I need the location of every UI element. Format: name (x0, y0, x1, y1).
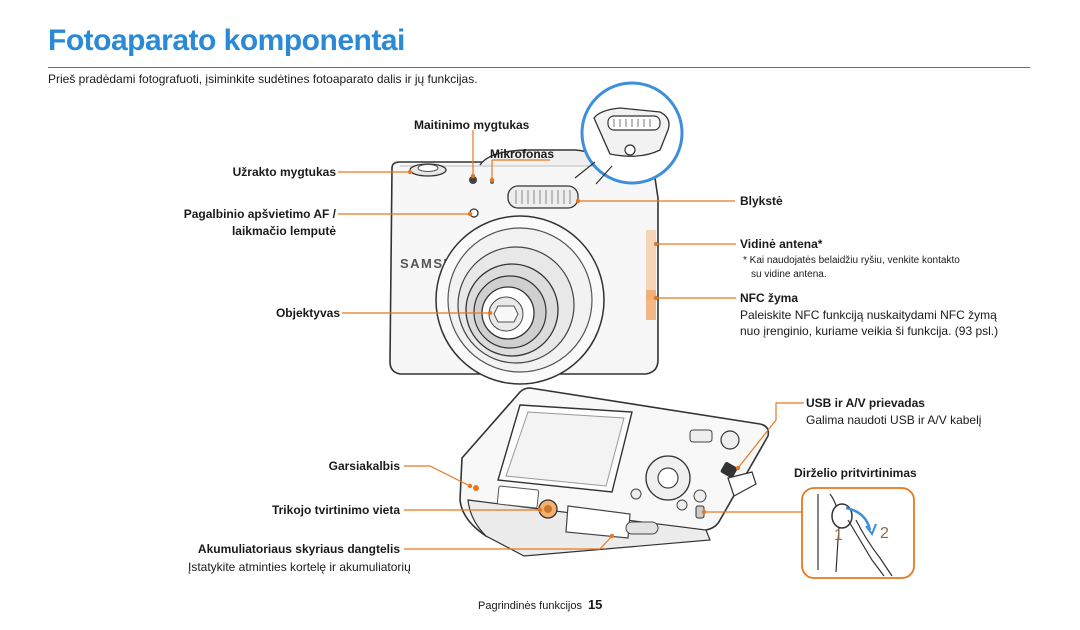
antenna-area (646, 230, 656, 300)
leader-lines (338, 130, 804, 550)
flash-window (507, 185, 579, 209)
label-antenna: Vidinė antena* (740, 237, 823, 251)
battery-cover-shape (565, 505, 631, 539)
page-footer: Pagrindinės funkcijos 15 (478, 597, 602, 612)
strap-step-1: 1 (834, 527, 843, 544)
label-af-lamp-line2: laikmačio lemputė (231, 224, 336, 238)
nfc-area (646, 290, 656, 320)
strap-inset: 1 2 (801, 487, 915, 579)
title-divider (48, 67, 1030, 68)
label-lens: Objektyvas (275, 306, 340, 320)
label-usb: USB ir A/V prievadas (806, 396, 925, 410)
battery-desc: Įstatykite atminties kortelę ir akumulia… (188, 560, 411, 574)
label-af-lamp-line1: Pagalbinio apšvietimo AF / (183, 207, 336, 221)
label-nfc: NFC žyma (740, 291, 799, 305)
usb-port-shape (720, 462, 738, 478)
antenna-note-line2: su vidine antena. (751, 269, 827, 280)
label-microphone: Mikrofonas (490, 147, 555, 161)
label-power-button: Maitinimo mygtukas (414, 118, 530, 132)
footer-page-number: 15 (587, 597, 603, 612)
speaker-shape (473, 485, 479, 491)
usb-desc: Galima naudoti USB ir A/V kabelį (806, 413, 982, 427)
label-flash: Blykstė (740, 194, 783, 208)
footer-section: Pagrindinės funkcijos (478, 600, 582, 612)
nfc-desc-line1: Paleiskite NFC funkciją nuskaitydami NFC… (740, 308, 997, 322)
nfc-desc-line2: nuo įrenginio, kuriame veikia ši funkcij… (740, 324, 999, 338)
antenna-note-line1: * Kai naudojatės belaidžiu ryšiu, venkit… (743, 255, 960, 266)
strap-step-2: 2 (880, 525, 889, 542)
label-shutter-button: Užrakto mygtukas (232, 165, 336, 179)
label-speaker: Garsiakalbis (328, 459, 400, 473)
page-title: Fotoaparato komponentai (48, 24, 405, 57)
leader-dots (407, 169, 741, 539)
label-battery-cover: Akumuliatoriaus skyriaus dangtelis (197, 542, 400, 556)
camera-back (459, 387, 770, 557)
label-strap: Dirželio pritvirtinimas (794, 466, 917, 480)
flash-zoom-callout (574, 81, 684, 185)
label-tripod: Trikojo tvirtinimo vieta (271, 503, 400, 517)
power-button-shape (469, 176, 477, 184)
camera-front: SAMSUNG (389, 149, 659, 385)
intro-text: Prieš pradėdami fotografuoti, įsiminkite… (48, 72, 478, 86)
